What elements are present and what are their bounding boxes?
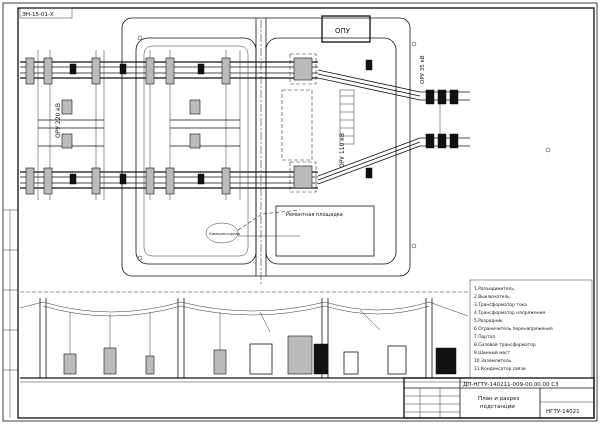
compressor-house: [205, 222, 239, 244]
legend-line: 8.Силовой трансформатор: [474, 341, 536, 348]
catenary-wires: [19, 301, 469, 317]
legend-line: 2.Выключатель: [474, 294, 510, 300]
road-220-inner: [143, 45, 249, 257]
org-code: НГТУ-14021: [546, 409, 580, 415]
plan-view: ОПУ Ремонтная площадка Компрессорная: [20, 15, 551, 286]
road-110: [265, 37, 397, 265]
title-line-2: подстанции: [480, 404, 515, 410]
legend-line: 9.Шинный мост: [474, 349, 511, 356]
legend-line: 5.Разрядник: [474, 318, 503, 324]
title-block: ДП-НГТУ-140211-009-00.00.00 С3 План и ра…: [403, 377, 595, 419]
oru35-label: ОРУ 35 кВ: [420, 55, 426, 84]
legend-line: 1.Разъединитель: [474, 286, 514, 292]
opu-label: ОПУ: [335, 27, 351, 35]
lightning-rods: [137, 35, 551, 261]
section-equipment: [63, 309, 457, 375]
repair-area: [275, 205, 375, 257]
legend-line: 6.Ограничитель перенапряжения: [474, 326, 553, 332]
top-stamp-box: [19, 7, 73, 19]
legend-line: 11.Конденсатор связи: [474, 366, 526, 372]
oru35: [420, 89, 470, 149]
top-stamp: ЭН-15-01-Х: [22, 12, 54, 18]
binding-strip: [3, 209, 18, 418]
opu-building: [321, 15, 371, 43]
legend-line: 3.Трансформатор тока: [474, 302, 527, 308]
legend-line: 10.Заземлитель: [474, 358, 512, 364]
repair-area-label: Ремонтная площадка: [286, 212, 343, 218]
oru110: [317, 59, 421, 185]
legend-line: 7.Портал: [474, 334, 495, 340]
inner-frame: [17, 7, 595, 419]
legend-panel: 1.Разъединитель 2.Выключатель 3.Трансфор…: [469, 279, 593, 379]
legend-line: 4.Трансформатор напряжения: [474, 310, 546, 316]
oru220-equipment: [25, 57, 231, 195]
doc-code: ДП-НГТУ-140211-009-00.00.00 С3: [463, 382, 559, 388]
compressor-label: Компрессорная: [209, 231, 240, 236]
section-view: [19, 291, 469, 383]
oru220-label: ОРУ 220 кВ: [55, 103, 62, 138]
oru220-bays: [37, 50, 241, 200]
oru110-label: ОРУ 110 кВ: [339, 133, 346, 168]
power-transformers: [281, 53, 317, 193]
title-line-1: План и разрез: [478, 396, 519, 402]
